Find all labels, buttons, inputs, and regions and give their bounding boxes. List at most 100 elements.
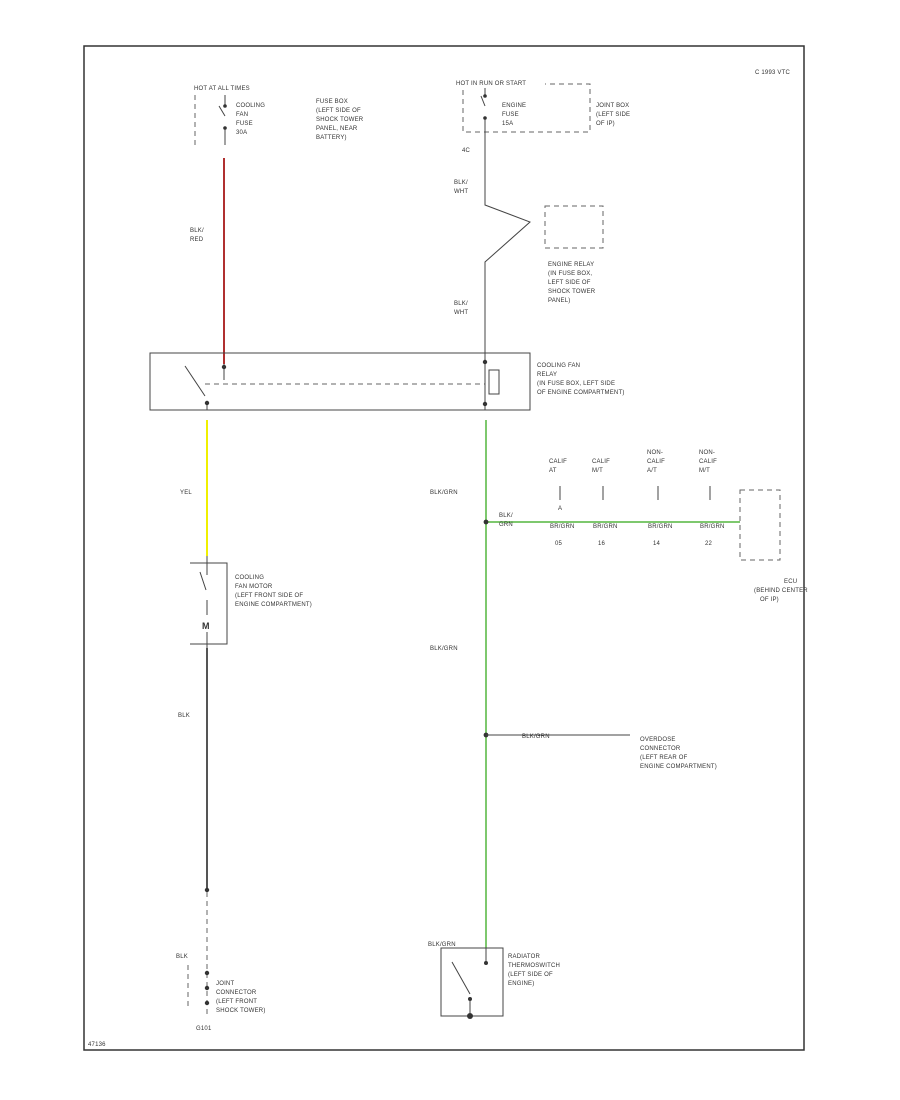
overdose-connector-label: OVERDOSE xyxy=(640,737,676,743)
right-joint-box-outline xyxy=(462,83,591,133)
connector-pin xyxy=(204,985,210,991)
ecu-pin-variant-label: CALIF xyxy=(549,459,567,465)
blk-wht-wire-label: BLK/ xyxy=(454,180,468,186)
fuse-terminal xyxy=(223,126,227,130)
left-fuse-symbol xyxy=(218,95,226,145)
right-fuse-line: 15A xyxy=(502,121,513,127)
ecu-pin-wire-label: BR/GRN xyxy=(550,524,575,530)
switch-terminal xyxy=(484,961,488,965)
connector-pin xyxy=(204,970,210,976)
ground-terminal xyxy=(467,1013,473,1019)
fan-motor-symbol xyxy=(199,556,208,615)
thermoswitch-label: RADIATOR xyxy=(508,954,541,960)
splice-dot xyxy=(483,519,489,525)
ecu-pin-wire-label: BR/GRN xyxy=(593,524,618,530)
ecu-pin-variant-label: M/T xyxy=(592,468,603,474)
overdose-connector-label: (LEFT REAR OF xyxy=(640,755,688,761)
relay-terminal xyxy=(482,359,488,365)
ecu-pin-variant-mark: A xyxy=(558,506,562,512)
right-fuse-line: FUSE xyxy=(502,112,519,118)
cooling-fan-relay-label: RELAY xyxy=(537,372,557,378)
ecu-pin-variant-label: NON- xyxy=(699,450,715,456)
ecu-pin-wire-label: BR/GRN xyxy=(700,524,725,530)
right-feed-title: HOT IN RUN OR START xyxy=(456,81,526,87)
engine-relay-label: PANEL) xyxy=(548,298,570,304)
cooling-fan-relay-label: COOLING FAN xyxy=(537,363,580,369)
fan-motor-bracket xyxy=(190,562,228,645)
left-fusebox-location: PANEL, NEAR xyxy=(316,126,358,132)
right-jointbox-location: JOINT BOX xyxy=(596,103,629,109)
ecu-pin-variant-label: CALIF xyxy=(592,459,610,465)
ground-label: G101 xyxy=(196,1026,212,1032)
thermoswitch-contact xyxy=(451,948,487,1016)
ecu-label: ECU xyxy=(784,579,797,585)
fuse-terminal xyxy=(483,116,487,120)
right-jointbox-location: OF IP) xyxy=(596,121,615,127)
motor-icon: M xyxy=(202,621,210,631)
relay-coil xyxy=(488,369,500,395)
ecu-label: OF IP) xyxy=(760,597,779,603)
engine-relay-label: LEFT SIDE OF xyxy=(548,280,591,286)
blk-wht-wire xyxy=(484,126,531,360)
ecu-pin-variant-label: AT xyxy=(549,468,557,474)
drawing-number: 47136 xyxy=(88,1042,106,1048)
blk-wht-wire-label: WHT xyxy=(454,189,468,195)
connector-pin xyxy=(204,1000,210,1006)
joint-connector-label: (LEFT FRONT xyxy=(216,999,257,1005)
left-fusebox-location: (LEFT SIDE OF xyxy=(316,108,361,114)
thermoswitch-label: ENGINE) xyxy=(508,981,534,987)
ecu-pin-variant-label: CALIF xyxy=(699,459,717,465)
fuse-terminal xyxy=(483,94,487,98)
ecu-pin-variant-label: NON- xyxy=(647,450,663,456)
fan-motor-label: (LEFT FRONT SIDE OF xyxy=(235,593,303,599)
left-fusebox-location: SHOCK TOWER xyxy=(316,117,364,123)
left-fuse-line: COOLING xyxy=(236,103,265,109)
engine-relay-label: (IN FUSE BOX, xyxy=(548,271,592,277)
joint-connector-label: JOINT xyxy=(216,981,234,987)
diagram-frame xyxy=(83,45,805,1051)
thermoswitch-label: THERMOSWITCH xyxy=(508,963,560,969)
left-fusebox-location: FUSE BOX xyxy=(316,99,348,105)
ecu-pin-number: 14 xyxy=(653,541,661,547)
fan-motor-label: FAN MOTOR xyxy=(235,584,273,590)
left-fuse-line: FUSE xyxy=(236,121,253,127)
fan-motor-label: COOLING xyxy=(235,575,264,581)
relay-terminal xyxy=(221,364,227,370)
left-feed-title: HOT AT ALL TIMES xyxy=(194,86,250,92)
relay-switch xyxy=(184,364,225,410)
relay-terminal xyxy=(204,400,210,406)
engine-relay-label: SHOCK TOWER xyxy=(548,289,596,295)
ecu-pin-number: 22 xyxy=(705,541,713,547)
joint-connector-label: SHOCK TOWER) xyxy=(216,1008,266,1014)
engine-relay-label: ENGINE RELAY xyxy=(548,262,594,268)
blk-red-wire-label: RED xyxy=(190,237,204,243)
joint-connector-label: CONNECTOR xyxy=(216,990,257,996)
frame-code: C 1993 VTC xyxy=(755,70,790,76)
ecu-pin-variant-label: A/T xyxy=(647,468,657,474)
thermoswitch-label: (LEFT SIDE OF xyxy=(508,972,553,978)
overdose-connector-label: ENGINE COMPARTMENT) xyxy=(640,764,717,770)
ecu-pin-group: CALIF AT A BR/GRN 05 CALIF M/T BR/GRN 16 NON- CALI… xyxy=(549,450,725,547)
left-fuse-line: FAN xyxy=(236,112,248,118)
blk-red-wire-label: BLK/ xyxy=(190,228,204,234)
yel-wire-label: YEL xyxy=(180,490,192,496)
blk-wire-label: BLK xyxy=(178,713,190,719)
ecu-pin-number: 16 xyxy=(598,541,606,547)
right-jointbox-location: (LEFT SIDE xyxy=(596,112,630,118)
left-fusebox-location: BATTERY) xyxy=(316,135,347,141)
cooling-fan-relay-label: OF ENGINE COMPARTMENT) xyxy=(537,390,625,396)
overdose-branch-label: BLK/GRN xyxy=(522,734,550,740)
engine-relay-box xyxy=(544,205,604,249)
right-fuse-line: ENGINE xyxy=(502,103,526,109)
ecu-pin-number: 05 xyxy=(555,541,563,547)
ecu-pin-variant-label: M/T xyxy=(699,468,710,474)
ecu-box xyxy=(739,489,781,561)
blk-wht-wire-label: WHT xyxy=(454,310,468,316)
relay-terminal xyxy=(482,401,488,407)
blk-grn-wire-label: BLK/GRN xyxy=(430,490,458,496)
thermoswitch-box xyxy=(440,947,504,1017)
ecu-branch-label: BLK/ xyxy=(499,513,513,519)
blk-wht-wire-label: BLK/ xyxy=(454,301,468,307)
blk-grn-wire-label: BLK/GRN xyxy=(430,646,458,652)
